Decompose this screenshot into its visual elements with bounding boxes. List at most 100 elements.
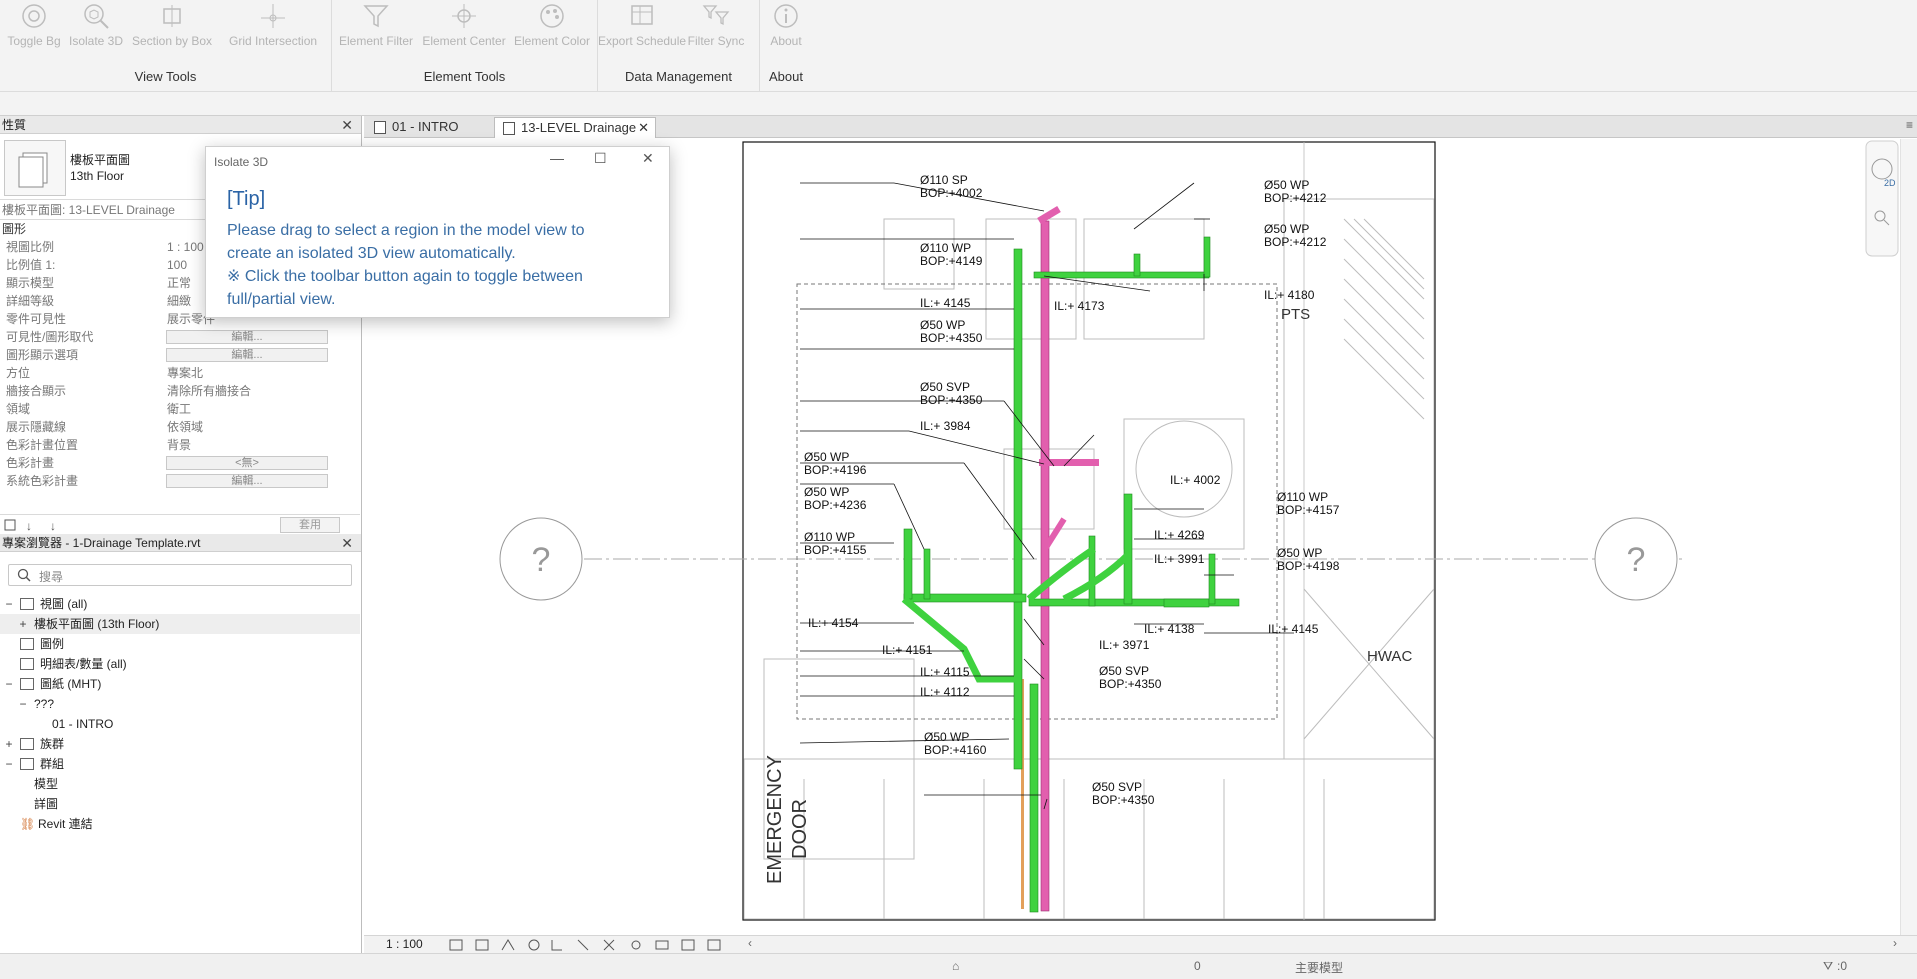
property-row[interactable]: 方位專案北 <box>0 364 361 382</box>
browser-tool-icons[interactable]: ↓↓ <box>4 518 74 532</box>
isolate-3d-button[interactable]: Isolate 3D <box>52 0 140 60</box>
scroll-left-icon[interactable]: ‹ <box>748 936 752 950</box>
close-icon[interactable]: ✕ <box>341 117 353 133</box>
tree-node-detail-groups[interactable]: 詳圖 <box>0 794 360 814</box>
tree-node-unknown[interactable]: −??? <box>0 694 360 714</box>
export-schedule-icon <box>631 5 653 25</box>
floor-plan-icon <box>4 140 66 196</box>
vertical-scrollbar[interactable] <box>1900 139 1917 935</box>
ribbon-group-element-tools: Element Filter Element Center Element Co… <box>332 0 598 92</box>
section-by-box-button[interactable]: Section by Box <box>128 0 216 60</box>
property-row[interactable]: 零件可見性展示零件 <box>0 310 361 328</box>
tree-node-sheet-intro[interactable]: 01 - INTRO <box>0 714 360 734</box>
edit-button[interactable]: 編輯... <box>166 330 328 344</box>
about-group-label: About <box>769 69 803 84</box>
property-value[interactable]: 細緻 <box>167 294 192 308</box>
property-value[interactable]: 正常 <box>167 276 192 290</box>
collapse-icon[interactable]: − <box>5 597 13 611</box>
edit-button[interactable]: 編輯... <box>166 348 328 362</box>
property-value[interactable]: 衛工 <box>167 402 192 416</box>
svg-text:2D: 2D <box>1884 178 1896 188</box>
collapse-icon[interactable]: − <box>5 757 13 771</box>
property-row[interactable]: 顯示模型正常 <box>0 274 361 292</box>
navigation-bar[interactable]: 2D <box>1862 139 1902 259</box>
property-value[interactable]: 展示零件 <box>167 312 216 326</box>
property-row[interactable]: 色彩計畫<無> <box>0 454 361 472</box>
property-value[interactable]: 依領域 <box>167 420 204 434</box>
tab-13-level-drainage[interactable]: 13-LEVEL Drainage ✕ <box>494 117 656 138</box>
type-selector-box[interactable]: 樓板平面圖 13th Floor <box>0 134 361 200</box>
tree-node-revit-links[interactable]: ⛓Revit 連結 <box>0 814 360 834</box>
close-icon[interactable]: ✕ <box>341 535 353 551</box>
scroll-right-icon[interactable]: › <box>1893 936 1897 950</box>
property-value[interactable]: 背景 <box>167 438 192 452</box>
property-row[interactable]: 牆接合顯示清除所有牆接合 <box>0 382 361 400</box>
property-row[interactable]: 圖形顯示選項編輯... <box>0 346 361 364</box>
info-icon <box>774 4 798 28</box>
property-row[interactable]: 比例值 1:100 <box>0 256 361 274</box>
svg-text:IL:+ 4145: IL:+ 4145 <box>1268 622 1319 636</box>
svg-text:IL:+ 3984: IL:+ 3984 <box>920 419 971 433</box>
minimize-icon[interactable]: — <box>550 150 564 166</box>
tab-menu-icon[interactable]: ≡ <box>1905 118 1913 132</box>
property-row[interactable]: 詳細等級細緻 <box>0 292 361 310</box>
view-scale[interactable]: 1 : 100 <box>386 937 423 951</box>
tree-node-schedules[interactable]: 明細表/數量 (all) <box>0 654 360 674</box>
property-key: 展示隱藏線 <box>6 420 67 434</box>
property-value[interactable]: 1 : 100 <box>167 240 204 254</box>
about-button[interactable]: About <box>742 0 830 60</box>
element-center-button[interactable]: Element Center <box>420 0 508 60</box>
floor-plan-drawing[interactable]: ? ? PTS HWAC EMERGE <box>364 139 1900 935</box>
tip-line: Please drag to select a region in the mo… <box>227 222 585 239</box>
isolate-3d-label: Isolate 3D <box>68 34 124 48</box>
element-filter-button[interactable]: Element Filter <box>332 0 420 60</box>
filter-icon[interactable]: ⛛ <box>1823 959 1834 973</box>
expand-icon[interactable]: + <box>19 617 27 631</box>
search-input[interactable]: 搜尋 <box>8 564 352 586</box>
edit-button[interactable]: <無> <box>166 456 328 470</box>
export-schedule-button[interactable]: Export Schedule <box>598 0 686 60</box>
toggle-bg-button[interactable]: Toggle Bg <box>0 0 78 60</box>
element-color-button[interactable]: Element Color <box>508 0 596 60</box>
tree-node-model-groups[interactable]: 模型 <box>0 774 360 794</box>
pipe-soil-pink[interactable] <box>1037 205 1099 912</box>
property-value[interactable]: 清除所有牆接合 <box>167 384 252 398</box>
tree-node-legends[interactable]: 圖例 <box>0 634 360 654</box>
property-row[interactable]: 色彩計畫位置背景 <box>0 436 361 454</box>
tree-node-groups[interactable]: −群組 <box>0 754 360 774</box>
element-filter-label: Element Filter <box>338 34 414 48</box>
grid-intersection-button[interactable]: Grid Intersection <box>229 0 317 60</box>
pipe-waste-green[interactable] <box>901 236 1240 913</box>
tree-node-views[interactable]: −視圖 (all) <box>0 594 360 614</box>
tree-node-sheets[interactable]: −圖紙 (MHT) <box>0 674 360 694</box>
tree-node-floor-plans[interactable]: +樓板平面圖 (13th Floor) <box>0 614 360 634</box>
view-control-icons[interactable] <box>448 938 738 952</box>
properties-header: 性質 ✕ <box>0 116 361 134</box>
property-row[interactable]: 系統色彩計畫編輯... <box>0 472 361 490</box>
tree-node-families[interactable]: +族群 <box>0 734 360 754</box>
editable-only-icon[interactable]: ⌂ <box>952 959 960 973</box>
property-row[interactable]: 領域 衛工 <box>0 400 361 418</box>
collapse-icon[interactable]: − <box>5 677 13 691</box>
close-tab-icon[interactable]: ✕ <box>638 120 649 135</box>
view-cube-nav-icon[interactable]: 2D <box>1862 139 1902 259</box>
expand-icon[interactable]: + <box>5 737 13 751</box>
apply-button[interactable]: 套用 <box>280 517 340 533</box>
property-key: 領域 <box>6 402 31 416</box>
property-value[interactable]: 100 <box>167 258 188 272</box>
search-placeholder: 搜尋 <box>39 570 64 584</box>
maximize-icon[interactable]: ☐ <box>594 150 607 166</box>
active-workset[interactable]: 主要模型 <box>1295 961 1344 975</box>
property-row[interactable]: 可見性/圖形取代編輯... <box>0 328 361 346</box>
edit-button[interactable]: 編輯... <box>166 474 328 488</box>
pipe-orange[interactable] <box>1021 679 1024 909</box>
collapse-icon[interactable]: − <box>19 697 27 711</box>
tab-01-intro[interactable]: 01 - INTRO <box>366 117 494 138</box>
property-category-graphics[interactable]: 圖形 <box>2 222 27 236</box>
property-row[interactable]: 展示隱藏線 依領域 <box>0 418 361 436</box>
instance-selector[interactable]: 樓板平面圖: 13-LEVEL Drainage <box>0 200 361 220</box>
filter-sync-button[interactable]: Filter Sync <box>672 0 760 60</box>
close-icon[interactable]: ✕ <box>642 150 654 166</box>
property-value[interactable]: 專案北 <box>167 366 204 380</box>
